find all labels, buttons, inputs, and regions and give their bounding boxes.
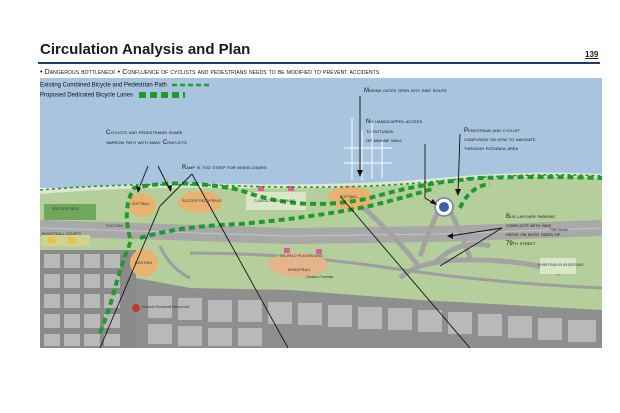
- proposed-bike-lanes: [98, 175, 603, 334]
- callout-ramp: Ramp is too steep for wheelchairs: [182, 165, 267, 171]
- park-map: SOCCER FIELD SOFTBALL SOCCER FIELD/TRACK…: [39, 78, 603, 349]
- riverwalk: [39, 172, 603, 194]
- playground-marker-1: [258, 186, 264, 191]
- callout-pedestrian-3: through rotunda area: [464, 146, 519, 152]
- label-dog-run-small: DOG RUN: [106, 224, 123, 228]
- neufeld-marker-1: [284, 248, 290, 253]
- river-water: [40, 78, 602, 188]
- callout-marina: Marina gates open into bike route: [364, 88, 447, 94]
- legend-proposed-label: Proposed Dedicated Bicycle Lanes: [40, 92, 134, 99]
- park-map-svg: [39, 78, 603, 349]
- callout-cyclists-2: narrow path with many Conflicts: [106, 140, 187, 146]
- interior-roads: [158, 245, 603, 290]
- label-dog-run: DOG RUN: [135, 261, 152, 265]
- title-rule: [38, 62, 600, 64]
- legend-proposed: Proposed Dedicated Bicycle Lanes: [40, 91, 185, 99]
- label-street: 79th Street: [550, 228, 568, 232]
- callout-handicap-1: No handicapped access: [366, 119, 423, 125]
- subtitle: • Dangerous bottleneck • Confluence of c…: [40, 69, 380, 76]
- label-hudson-fountain: Hudson Fountain: [306, 275, 334, 279]
- callout-handicap-3: or marine walk: [366, 138, 403, 144]
- label-soccer-field: SOCCER FIELD: [52, 207, 79, 211]
- dog-run-area: [130, 249, 158, 277]
- basketball-courts: [42, 235, 90, 246]
- river-run-area: [540, 258, 576, 274]
- playground-marker-2: [288, 186, 294, 191]
- soccer-track-field: [178, 191, 222, 213]
- court-b: [68, 237, 76, 243]
- callout-handicap-2: to rotunda: [366, 129, 393, 135]
- legend-existing: Existing Combined Bicycle and Pedestrian…: [40, 82, 213, 89]
- label-soccer-track: SOCCER FIELD/TRACK: [182, 199, 222, 203]
- label-river-run-playground: RIVER RUN PLAYGROUND: [538, 263, 584, 267]
- callout-bus-4: 79th street: [506, 241, 536, 247]
- softball-field-2: [328, 186, 372, 210]
- label-basketball: BASKETBALL: [288, 268, 311, 272]
- memorial-marker: [132, 304, 140, 312]
- legend-existing-label: Existing Combined Bicycle and Pedestrian…: [40, 82, 167, 89]
- label-memorial: Eleanor Roosevelt Monument: [142, 305, 190, 309]
- label-classic-playground: CLASSIC PLAYGROUND: [254, 199, 296, 203]
- callout-pedestrian-2: confusion on how to navigate: [464, 137, 536, 143]
- callout-bus-1: Bus layover parking: [506, 214, 556, 220]
- neufeld-marker-2: [316, 249, 322, 254]
- callout-cyclists-1: Cyclists and pedestrians share: [106, 130, 183, 136]
- label-softball-2: SOFTBALL: [340, 195, 359, 199]
- label-neufeld-playground: NEUFELD PLAYGROUND: [280, 254, 323, 258]
- callout-pedestrian-1: Pedestrian and cyclist: [464, 128, 520, 134]
- page-title: Circulation Analysis and Plan: [40, 41, 251, 58]
- building-grid: [44, 254, 596, 346]
- label-basketball-courts: BASKETBALL COURTS: [42, 232, 81, 236]
- softball-field-1: [128, 193, 156, 217]
- court-a: [48, 237, 56, 243]
- rotunda-center: [439, 202, 449, 212]
- soccer-field-patch: [44, 204, 96, 220]
- callout-bus-2: conflicts with bike: [506, 223, 552, 229]
- legend-proposed-swatch: [138, 92, 185, 98]
- existing-combined-path: [39, 173, 603, 191]
- callout-arrowheads: [136, 170, 461, 239]
- label-softball-1: SOFTBALL: [132, 202, 151, 206]
- legend-existing-swatch: [172, 83, 213, 87]
- neufeld-playground-area: [268, 253, 328, 277]
- page-number: 139: [585, 50, 599, 59]
- callout-bus-3: paths on both sides of: [506, 232, 561, 238]
